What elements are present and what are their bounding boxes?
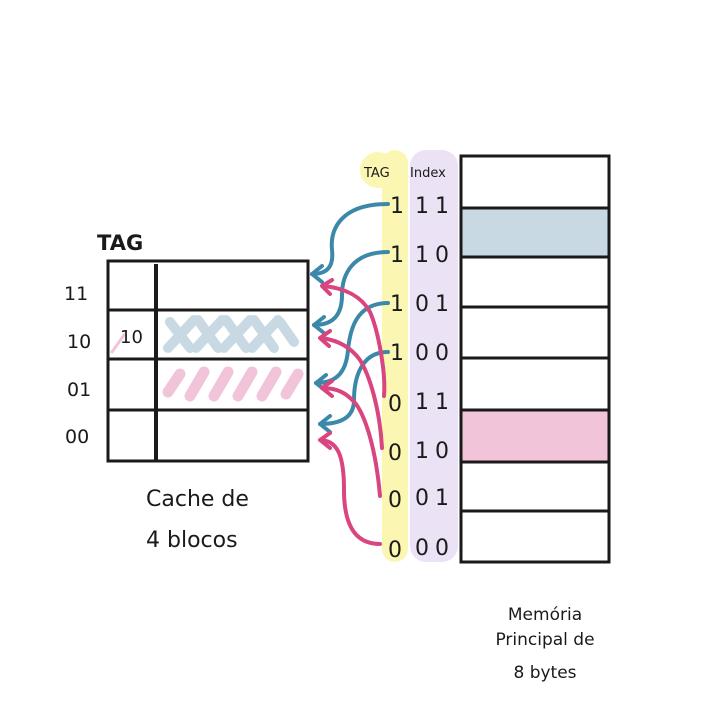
memory-row-tag: 1 (390, 243, 404, 268)
memory-row-tag: 0 (388, 441, 402, 466)
cache-caption-line2: 4 blocos (146, 528, 238, 553)
cache-row-index: 11 (64, 283, 88, 305)
memory-row-index: 11 (415, 194, 455, 219)
memory-caption-line3: 8 bytes (513, 663, 576, 683)
arrow-head (318, 414, 332, 434)
arrow-mem-011-to-cache-11 (322, 284, 387, 398)
cache-tag-header: TAG (97, 231, 143, 255)
memory-row-index: 10 (415, 243, 455, 268)
arrow-mem-111-to-cache-11 (310, 202, 390, 276)
memory-index-header: Index (410, 166, 446, 181)
cache-row-tag: 10 (120, 327, 143, 348)
arrow-mem-000-to-cache-00 (320, 438, 382, 546)
memory-row-tag: 1 (390, 194, 404, 219)
arrow-mem-010-to-cache-10 (320, 336, 384, 450)
cache-block-blue-hatch (163, 315, 299, 353)
cache-table-border (106, 259, 310, 463)
memory-tag-header-bubble (360, 152, 396, 188)
memory-caption-line2: Principal de (495, 630, 594, 650)
memory-row-index: 00 (415, 341, 455, 366)
arrow-head (320, 278, 334, 296)
memory-row-index: 10 (415, 439, 455, 464)
arrow-head (310, 264, 324, 284)
cache-table (106, 259, 310, 463)
memory-row-tag: 0 (388, 488, 402, 513)
cache-row-index: 01 (67, 379, 91, 401)
memory-row-tag: 1 (390, 292, 404, 317)
arrow-mem-001-to-cache-01 (320, 386, 382, 498)
memory-row-index: 00 (415, 536, 455, 561)
memory-caption-line1: Memória (508, 605, 582, 625)
memory-block-highlight-blue (461, 208, 609, 257)
memory-row-index: 01 (415, 292, 455, 317)
arrow-head (318, 431, 332, 450)
memory-row-tag: 0 (388, 538, 402, 563)
memory-index-column-highlight (410, 150, 458, 562)
memory-block-highlight-pink (461, 410, 609, 462)
memory-address-labels: 1 11 1 10 1 01 1 00 0 11 0 10 0 01 0 00 (388, 194, 455, 563)
cache-row-index: 10 (67, 331, 91, 353)
arrow-mem-110-to-cache-10 (312, 250, 390, 327)
memory-row-tag: 1 (390, 341, 404, 366)
memory-tag-header: TAG (363, 166, 390, 181)
memory-row-tag: 0 (388, 392, 402, 417)
main-memory-table (459, 154, 611, 564)
cache-row-index: 00 (65, 426, 89, 448)
memory-row-index: 01 (415, 486, 455, 511)
mapping-arrows-pink (318, 278, 387, 546)
arrow-head (312, 315, 326, 335)
arrow-head (320, 379, 334, 398)
memory-row-index: 11 (415, 390, 455, 415)
cache-caption-line1: Cache de (146, 487, 249, 512)
arrow-head (318, 329, 332, 348)
cache-block-pink-hatch (162, 366, 304, 402)
cache-stale-tag-strike (110, 333, 126, 354)
